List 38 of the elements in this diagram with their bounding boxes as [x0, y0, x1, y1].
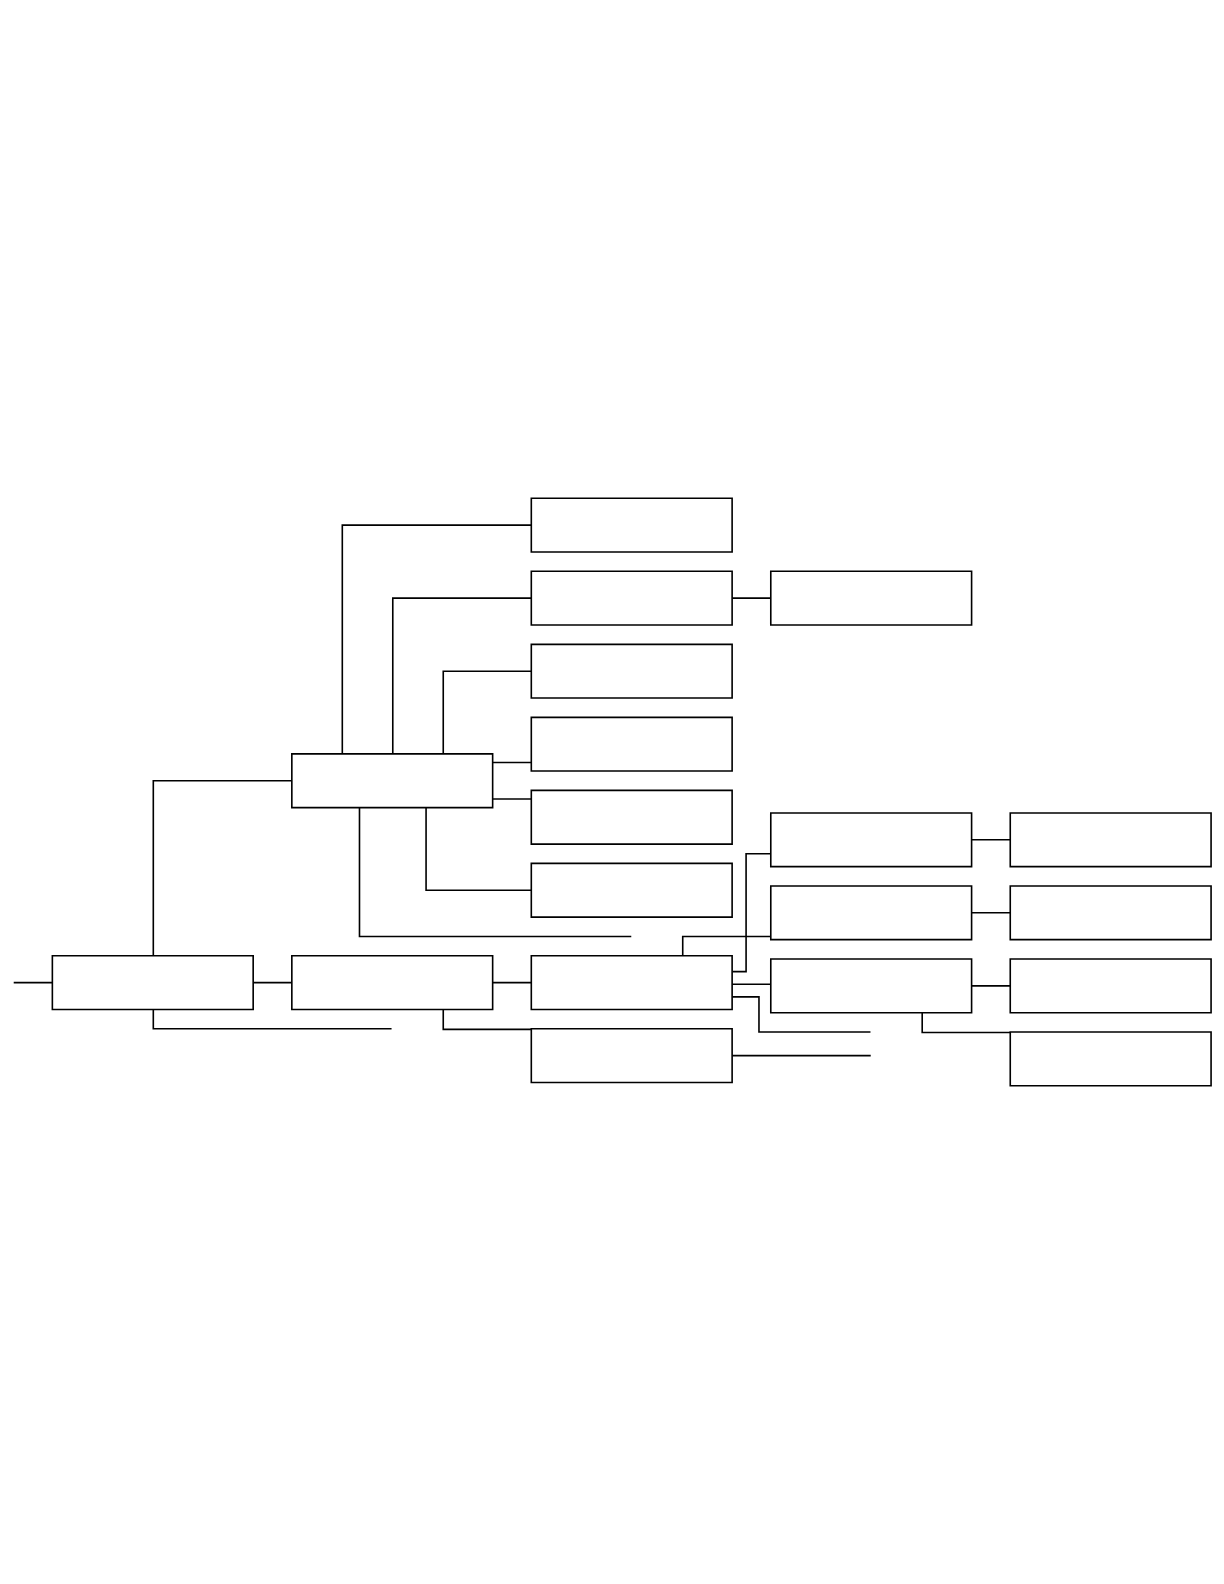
node-box: [769, 570, 973, 626]
connector: [491, 761, 532, 764]
connector: [152, 779, 293, 957]
node-box: [291, 753, 494, 809]
node-box: [1009, 1031, 1212, 1087]
connector: [252, 981, 293, 984]
node-box: [1009, 958, 1212, 1014]
connector: [731, 1054, 872, 1057]
connector: [358, 807, 633, 938]
node-box: [530, 954, 733, 1011]
connector: [442, 670, 532, 755]
connector: [491, 798, 532, 800]
node-box: [1009, 812, 1212, 868]
connector: [731, 597, 772, 599]
node-box: [530, 497, 733, 553]
connector: [391, 597, 532, 755]
connector: [425, 807, 533, 892]
connector: [970, 985, 1011, 987]
node-box: [530, 716, 733, 772]
node-box: [769, 958, 973, 1014]
node-box: [1009, 885, 1212, 941]
node-box: [530, 789, 733, 845]
node-box: [769, 885, 973, 941]
connector: [970, 912, 1011, 914]
connector: [970, 839, 1011, 841]
connector: [341, 524, 533, 755]
node-box: [530, 1028, 733, 1084]
node-box: [769, 812, 973, 868]
node-box: [51, 954, 254, 1011]
node-box: [291, 954, 494, 1011]
connector: [731, 852, 772, 973]
connector: [731, 996, 872, 1033]
node-box: [530, 570, 733, 626]
node-box: [530, 643, 733, 699]
connector: [12, 981, 53, 984]
connector: [731, 983, 772, 986]
node-box: [530, 862, 733, 918]
connector: [491, 981, 532, 984]
